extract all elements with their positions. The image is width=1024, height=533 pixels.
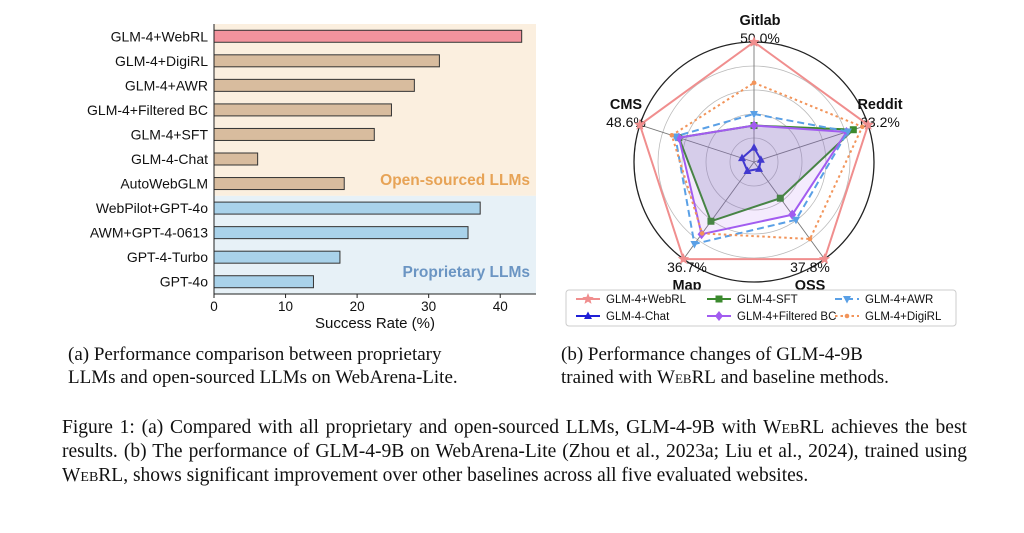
category-label: WebPilot+GPT-4o [96, 200, 208, 216]
category-label: GPT-4-Turbo [127, 249, 208, 265]
radar-axis-max-gitlab: 50.0% [740, 30, 780, 46]
category-label: GLM-4+AWR [125, 77, 208, 93]
radar-point-glm-4-awr [750, 111, 758, 119]
bar-gpt-4o [213, 275, 314, 289]
caption-b-line1: (b) Performance changes of GLM-4-9B [561, 344, 863, 365]
radar-point-glm-4-webrl [677, 253, 690, 264]
radar-point-glm-4-webrl [748, 36, 760, 47]
bar-chart: GLM-4+WebRL GLM-4+DigiRL GLM-4+AWR GLM-4+Fi… [87, 24, 536, 332]
radar-point-glm-4-chat [743, 166, 752, 174]
group-label-open-sourced: Open-sourced LLMs [380, 172, 530, 189]
category-label: AWM+GPT-4-0613 [90, 225, 208, 241]
radar-point-glm-4-chat [756, 155, 765, 163]
caption-b-text: trained with [561, 367, 658, 388]
legend-marker-glm-4-digirl [844, 313, 850, 319]
figure-caption-webrl-2: WebRL [62, 465, 124, 486]
bar-glm-4-awr [213, 78, 415, 92]
bar-autowebglm [213, 177, 345, 191]
radar-point-glm-4-sft [776, 194, 784, 202]
legend-label-glm-4-awr: GLM-4+AWR [865, 294, 933, 306]
radar-point-glm-4-awr [791, 216, 800, 225]
radar-axis-label-reddit: Reddit [857, 97, 902, 113]
category-label: AutoWebGLM [120, 176, 208, 192]
radar-series-glm-4-webrl [638, 40, 870, 261]
caption-b: (b) Performance changes of GLM-4-9B trai… [561, 343, 981, 389]
figure-caption: Figure 1: (a) Compared with all propriet… [62, 416, 967, 488]
radar-axis-max-cms: 48.6% [606, 114, 646, 130]
category-label: GLM-4+Filtered BC [87, 102, 208, 118]
caption-a-line2: LLMs and open-sourced LLMs on WebArena-L… [68, 367, 458, 388]
x-tick-label: 0 [210, 299, 218, 314]
radar-spoke-cms [639, 124, 755, 163]
category-label: GLM-4+SFT [131, 126, 209, 142]
x-tick-label: 10 [278, 299, 293, 314]
x-axis-label: Success Rate (%) [315, 315, 435, 332]
radar-point-glm-4-digirl [751, 80, 757, 86]
legend-label-glm-4-sft: GLM-4-SFT [737, 294, 798, 306]
radar-point-glm-4-chat [738, 153, 747, 162]
radar-point-glm-4-webrl [634, 118, 646, 130]
radar-legend: GLM-4+WebRL GLM-4-SFT GLM-4+AWR GLM-4-Chat G… [565, 289, 957, 327]
radar-point-glm-4-sft [849, 126, 857, 134]
legend-label-glm-4-digirl: GLM-4+DigiRL [865, 311, 942, 323]
bar-glm-4-sft [213, 127, 375, 141]
radar-point-glm-4-chat [755, 164, 764, 172]
radar-point-glm-4-webrl [818, 253, 831, 264]
x-tick-label: 30 [421, 299, 436, 314]
radar-point-glm-4-awr [843, 128, 852, 136]
caption-b-text-end: and baseline methods. [715, 367, 889, 388]
radar-spoke-oss [753, 161, 825, 260]
legend-marker-glm-4-sft [715, 295, 723, 303]
bar-awm-gpt-4-0613 [213, 226, 469, 240]
category-label: GPT-4o [160, 274, 208, 290]
radar-point-glm-4-filtered-bc [750, 120, 758, 131]
figure-caption-webrl: WebRL [763, 417, 825, 438]
bar-glm-4-chat [213, 152, 259, 166]
radar-axis-label-gitlab: Gitlab [739, 13, 780, 29]
figure-caption-part2: achieves the best results. (b) The perfo… [62, 417, 967, 462]
radar-series-glm-4-filtered-bc [677, 124, 849, 236]
radar-point-glm-4-digirl [699, 231, 705, 236]
bar-glm-4-webrl [213, 29, 523, 43]
radar-axis-max-map: 36.7% [667, 259, 707, 275]
radar-point-glm-4-sft [707, 217, 715, 225]
legend-label-glm-4-webrl: GLM-4+WebRL [606, 294, 687, 306]
bar-gpt-4-turbo [213, 250, 341, 264]
radar-point-glm-4-awr [690, 241, 699, 249]
legend-marker-glm-4-webrl [582, 293, 594, 304]
radar-point-glm-4-digirl [807, 236, 813, 242]
radar-series-glm-4-digirl [670, 81, 864, 241]
figure-caption-part1: Figure 1: (a) Compared with all propriet… [62, 417, 764, 438]
group-label-proprietary: Proprietary LLMs [403, 264, 530, 281]
category-label: GLM-4-Chat [131, 151, 208, 167]
radar-point-glm-4-chat [750, 143, 758, 151]
radar-axis-max-oss: 37.8% [790, 259, 830, 275]
legend-marker-glm-4-awr [843, 296, 851, 304]
x-tick-label: 20 [350, 299, 365, 314]
legend-label-glm-4-chat: GLM-4-Chat [606, 311, 670, 323]
legend-marker-glm-4-chat [584, 311, 592, 319]
radar-point-glm-4-webrl [862, 118, 874, 130]
x-tick-label: 40 [493, 299, 508, 314]
legend-label-glm-4-filtered-bc: GLM-4+Filtered BC [737, 311, 836, 323]
bar-webpilot-gpt-4o [213, 201, 481, 215]
category-label: GLM-4+DigiRL [115, 53, 208, 69]
radar-chart: Gitlab50.0%Reddit63.2%OSS37.8%Map36.7%CM… [565, 13, 957, 327]
figure-caption-part3: , shows significant improvement over oth… [123, 465, 809, 486]
radar-point-glm-4-digirl [860, 124, 865, 130]
legend-marker-glm-4-filtered-bc [715, 311, 723, 321]
radar-point-glm-4-digirl [669, 132, 675, 138]
category-label: GLM-4+WebRL [111, 28, 209, 44]
bar-glm-4-filtered-bc [213, 103, 392, 117]
caption-a-line1: (a) Performance comparison between propr… [68, 344, 442, 365]
caption-b-line2: trained with WebRL and baseline methods. [561, 366, 981, 389]
caption-b-webrl: WebRL [657, 367, 716, 388]
bar-glm-4-digirl [213, 54, 440, 68]
caption-a: (a) Performance comparison between propr… [68, 343, 548, 389]
radar-axis-label-cms: CMS [610, 97, 643, 113]
radar-series-glm-4-awr [674, 112, 850, 246]
